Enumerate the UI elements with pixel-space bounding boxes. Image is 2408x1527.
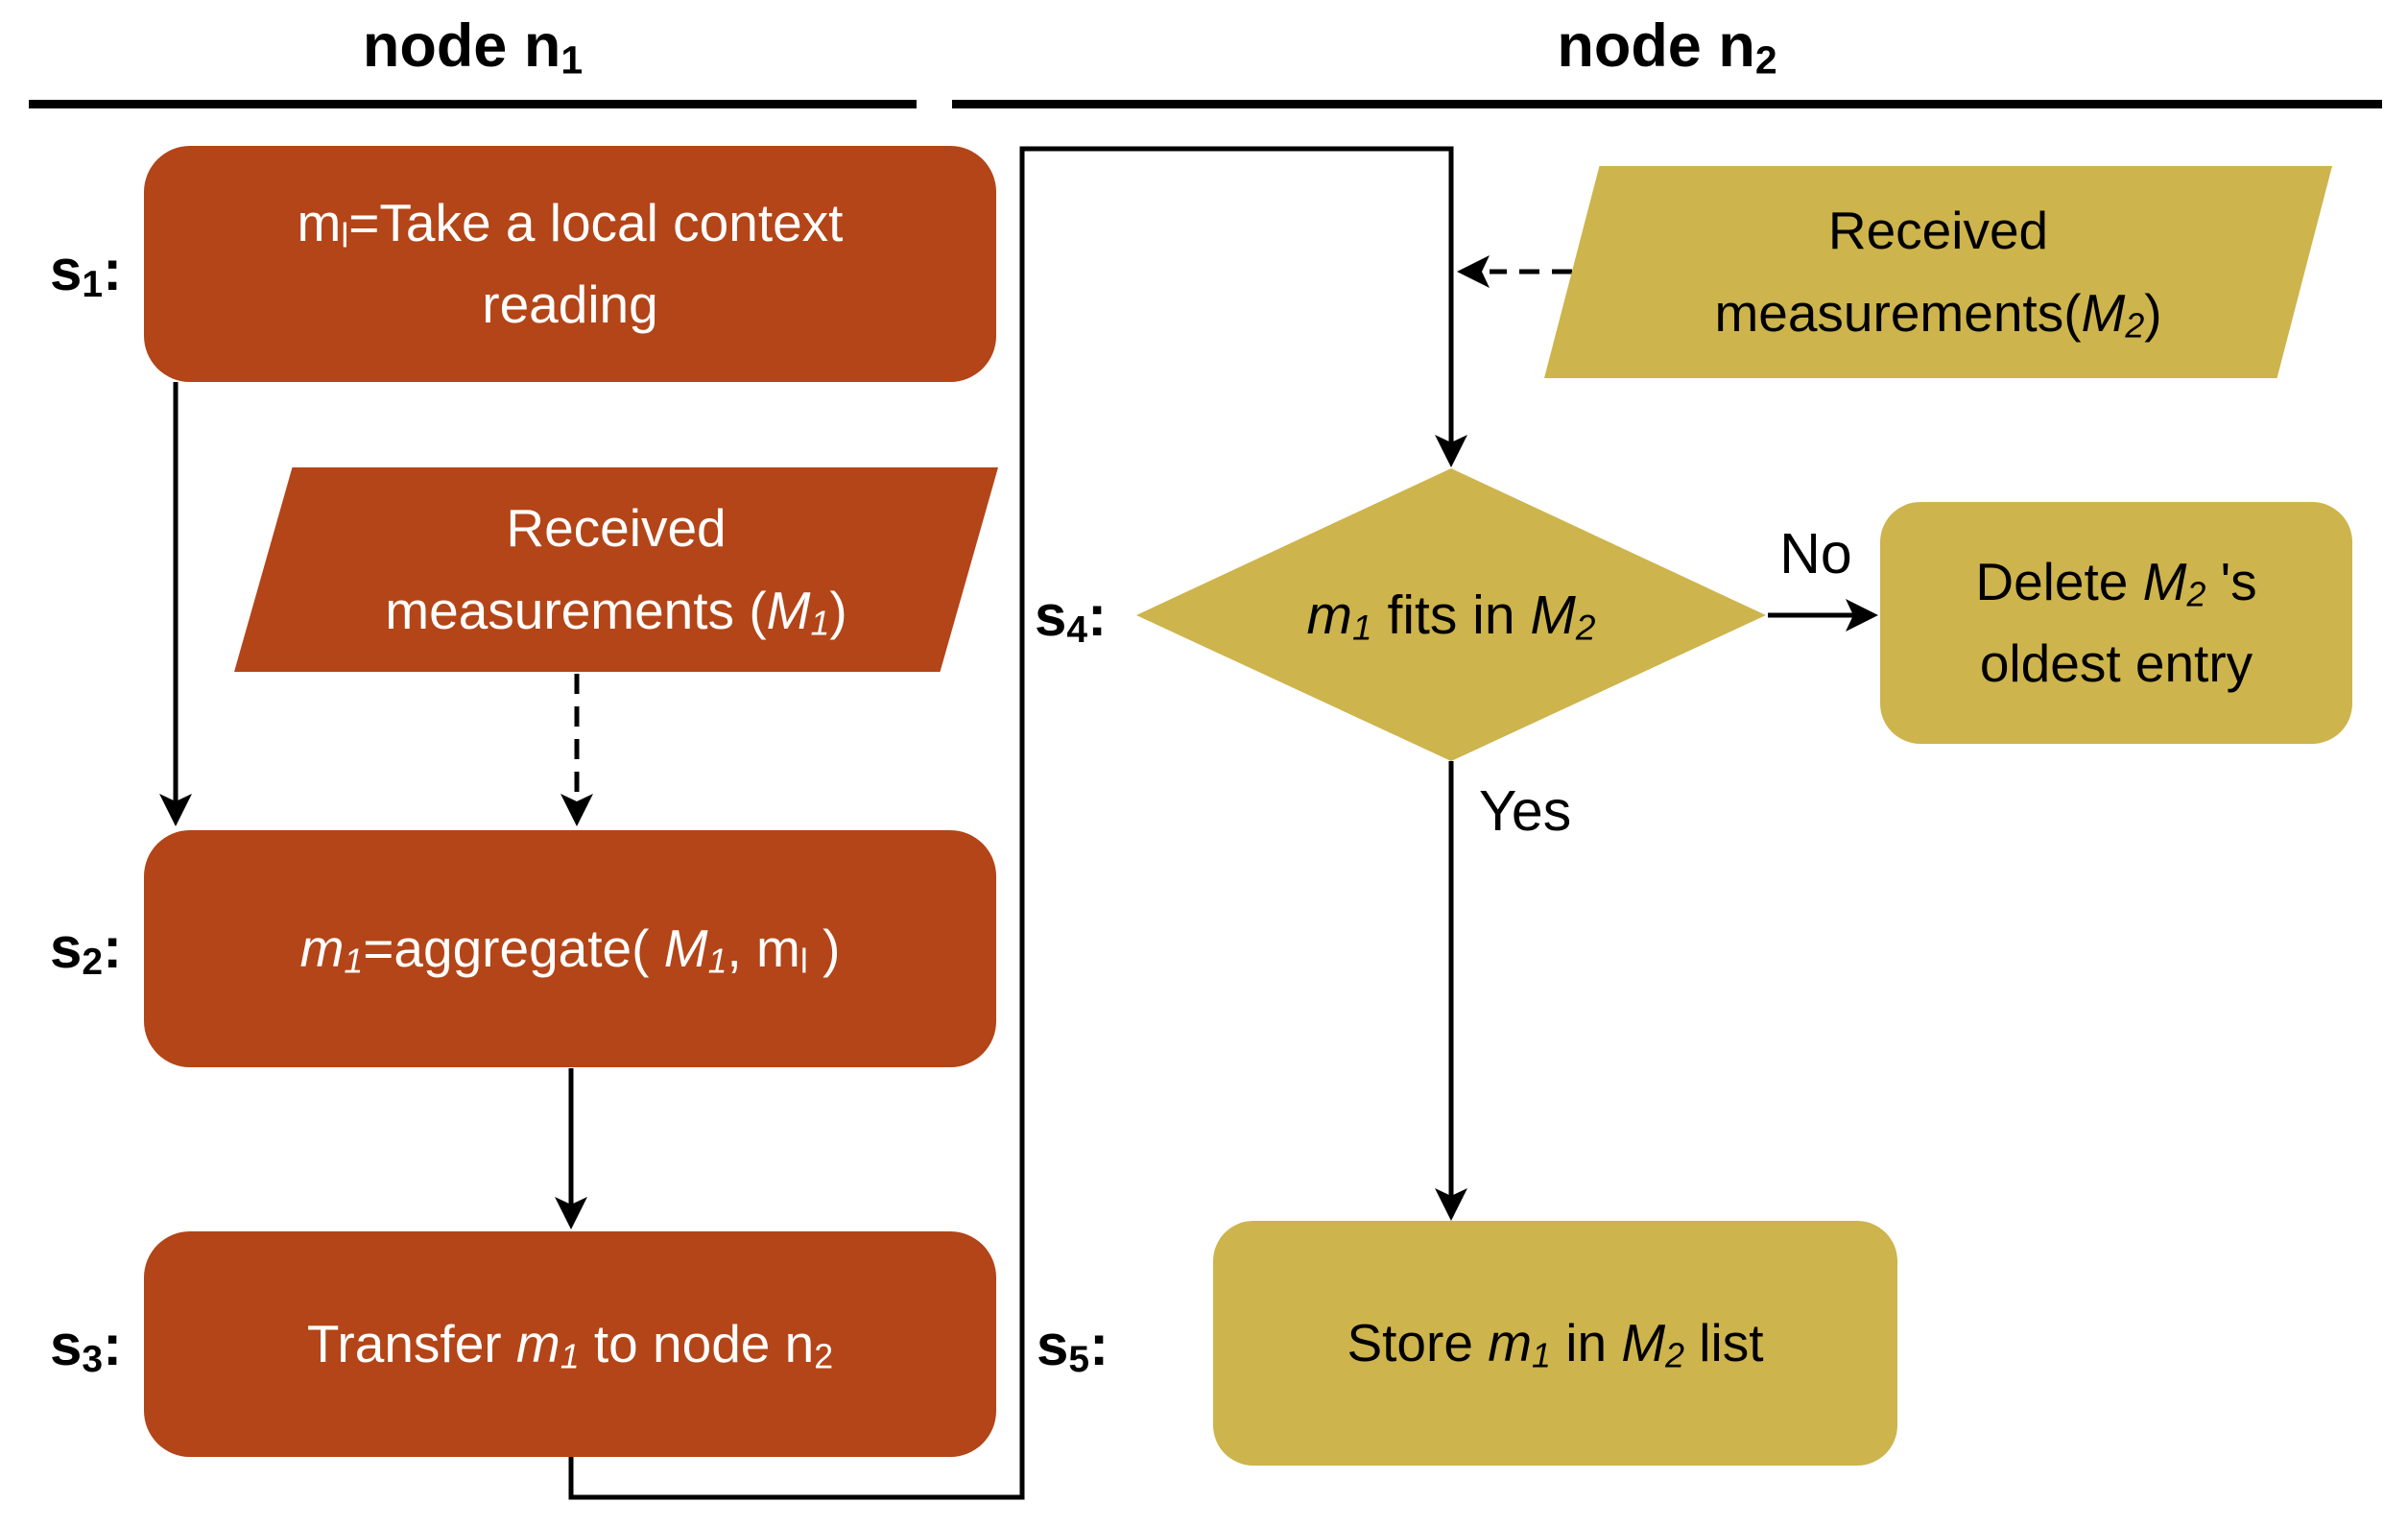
edge-s3-s4-loop	[568, 146, 1454, 1500]
column-rule-n1	[29, 100, 917, 108]
column-header-node-n1: node n1	[362, 12, 584, 83]
decision-text-s4: m1 fits in M2	[1306, 585, 1596, 648]
arrowhead-s1-s2	[159, 794, 192, 826]
decision-diamond-s4	[1136, 468, 1766, 761]
arrowhead-s3-s4	[1435, 435, 1467, 467]
branch-label-yes: Yes	[1479, 779, 1572, 843]
column-rule-n2	[952, 100, 2382, 108]
arrowhead-s4-yes	[1435, 1188, 1467, 1221]
arrowhead-recv2-s4	[1457, 255, 1490, 288]
process-box-s5-store: Store m1 in M2 list	[1213, 1221, 1897, 1466]
arrowhead-recv1-s2	[560, 794, 593, 826]
arrowhead-s4-no	[1846, 599, 1878, 632]
arrowhead-s2-s3	[555, 1197, 587, 1229]
step-label-s4: s4:	[1035, 584, 1108, 652]
branch-label-no: No	[1779, 522, 1852, 585]
step-label-s1: s1:	[50, 238, 123, 306]
step-label-s2: s2:	[50, 916, 123, 984]
column-header-node-n2: node n2	[1557, 12, 1777, 83]
step-label-s3: s3:	[50, 1313, 123, 1381]
step-label-s5: s5:	[1037, 1313, 1109, 1381]
process-box-s3-transfer: Transfer m1 to node n2	[144, 1231, 996, 1457]
process-box-s2-aggregate: m1=aggregate( M1, ml )	[144, 830, 996, 1067]
